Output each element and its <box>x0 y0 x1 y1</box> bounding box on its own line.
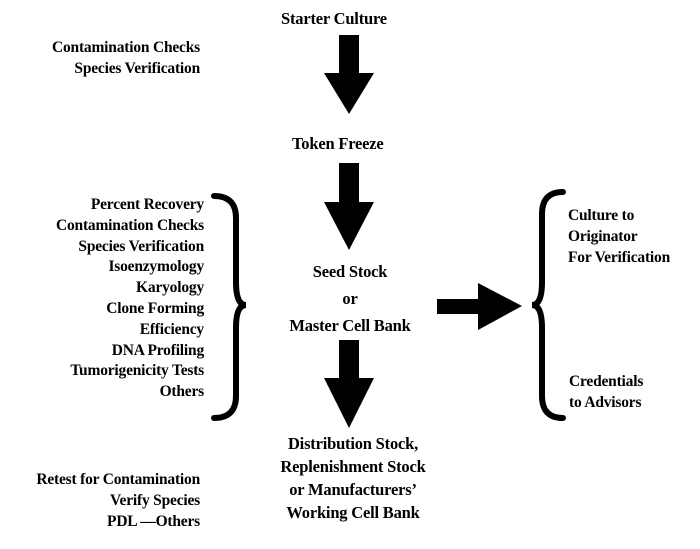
test-item: Others <box>159 383 205 401</box>
test-item: Tumorigenicity Tests <box>70 362 204 380</box>
node-seed-line: or <box>342 289 358 308</box>
test-item: Clone Forming <box>106 299 204 317</box>
test-item: Retest for Contamination <box>36 471 200 488</box>
test-item: Species Verification <box>74 59 200 77</box>
output-line: Originator <box>568 227 638 245</box>
node-token-freeze: Token Freeze <box>292 134 384 153</box>
output-credentials: Credentials to Advisors <box>569 372 689 414</box>
node-seed-line: Master Cell Bank <box>289 316 411 335</box>
starter-tests: Contamination Checks Species Verificatio… <box>10 38 200 80</box>
output-line: For Verification <box>568 248 670 266</box>
right-brace <box>531 189 566 421</box>
node-starter-culture: Starter Culture <box>281 9 387 28</box>
node-distribution-stock: Distribution Stock, Replenishment Stock … <box>248 432 458 524</box>
output-line: Culture to <box>568 207 635 224</box>
arrow-right <box>437 283 522 330</box>
node-distribution-line: Replenishment Stock <box>280 457 426 476</box>
test-item: Contamination Checks <box>51 39 200 56</box>
test-item: Efficiency <box>139 320 204 338</box>
node-distribution-line: or Manufacturers’ <box>289 480 417 499</box>
node-distribution-line: Distribution Stock, <box>287 434 419 453</box>
node-distribution-line: Working Cell Bank <box>286 503 420 522</box>
arrow-down-2 <box>324 163 374 250</box>
distribution-tests: Retest for Contamination Verify Species … <box>0 470 200 532</box>
test-item: Isoenzymology <box>108 258 204 276</box>
arrow-down-1 <box>324 35 374 114</box>
arrow-down-3 <box>324 340 374 428</box>
test-item: Verify Species <box>109 491 200 509</box>
output-line: Credentials <box>569 373 644 390</box>
output-culture-to-originator: Culture to Originator For Verification <box>568 206 698 268</box>
test-item: Species Verification <box>78 237 204 255</box>
test-item: PDL —Others <box>107 512 200 530</box>
node-seed-stock: Seed Stock or Master Cell Bank <box>265 258 435 339</box>
seed-tests: Percent Recovery Contamination Checks Sp… <box>10 195 204 403</box>
test-item: Percent Recovery <box>90 196 204 213</box>
test-item: DNA Profiling <box>111 341 204 359</box>
test-item: Contamination Checks <box>55 216 204 234</box>
node-seed-line: Seed Stock <box>312 262 388 281</box>
left-brace <box>211 193 247 421</box>
output-line: to Advisors <box>569 393 642 411</box>
test-item: Karyology <box>136 279 204 297</box>
